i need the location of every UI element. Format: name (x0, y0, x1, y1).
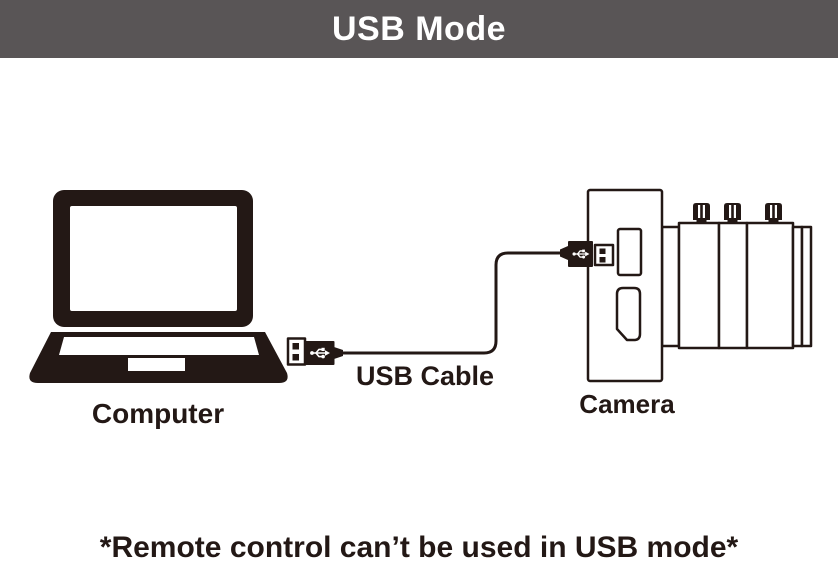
laptop-touchpad (128, 358, 185, 371)
lens-knob-icon (724, 203, 741, 224)
computer-label: Computer (91, 398, 225, 429)
page-title: USB Mode (332, 9, 506, 48)
header-bar: USB Mode (0, 0, 838, 58)
laptop-keyboard-deck (59, 337, 259, 355)
usb-plug-pin (292, 343, 299, 350)
usb-plug-pin (292, 354, 299, 361)
usb-plug-pin (599, 248, 606, 254)
lens-barrel-section (717, 221, 749, 350)
lens-barrel-section (745, 221, 795, 350)
camera-usb-port (616, 227, 643, 277)
usb-plug-right-icon (560, 241, 615, 267)
lens-knob-icon (693, 203, 710, 224)
usb-plug-face (286, 337, 307, 366)
usb-plug-strain-relief (334, 347, 343, 359)
diagram-svg (29, 188, 813, 383)
lens-barrel-section (677, 221, 721, 350)
camera-body (586, 188, 664, 383)
lens-ring (791, 225, 804, 348)
usb-cable-label: USB Cable (355, 361, 495, 391)
usb-cable-line (341, 251, 563, 355)
laptop-screen-display (70, 206, 237, 311)
usb-plug-strain-relief (560, 246, 568, 260)
camera-label: Camera (579, 389, 675, 419)
lens-mount-flange (660, 225, 681, 348)
lens-ring (800, 225, 813, 348)
laptop-icon (29, 190, 288, 383)
camera-icon (586, 188, 813, 383)
footnote-text: *Remote control can’t be used in USB mod… (99, 531, 739, 564)
camera-hdmi-port (615, 286, 642, 342)
usb-plug-left-icon (286, 337, 343, 366)
usb-plug-pin (599, 257, 606, 263)
lens-knob-icon (765, 203, 782, 224)
